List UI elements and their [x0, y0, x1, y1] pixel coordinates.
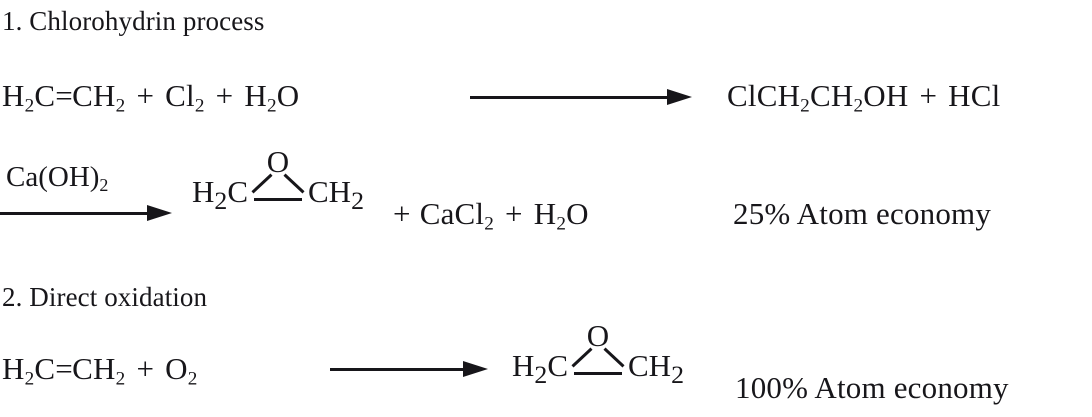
structure-ethylene-oxide-2: O H2C CH2	[512, 320, 684, 388]
formula-water: H2O	[244, 78, 300, 117]
plus-operator: +	[393, 196, 411, 231]
epoxide-right-c-o-bond	[603, 347, 625, 368]
formula-chlorine: Cl2	[165, 78, 205, 117]
epoxide-left-c-o-bond	[251, 173, 273, 194]
reaction-arrow-1	[470, 86, 692, 108]
formula-oxygen: O2	[165, 351, 198, 390]
reaction-arrow-3	[330, 358, 488, 380]
formula-hydrogen-chloride: HCl	[948, 78, 1001, 113]
atom-economy-direct-oxidation: 100% Atom economy	[735, 370, 1009, 405]
plus-operator: +	[136, 78, 155, 114]
arrow-head	[667, 88, 692, 105]
plus-operator: +	[215, 78, 234, 114]
section-heading-chlorohydrin: 1. Chlorohydrin process	[2, 6, 265, 36]
arrow-shaft	[330, 367, 466, 371]
formula-water: H2O	[533, 196, 589, 235]
plus-operator: +	[505, 196, 523, 231]
formula-ethylene: H2C=CH2	[2, 351, 126, 390]
epoxide-right-carbon-label: CH2	[628, 347, 684, 390]
epoxide-c-c-bond	[254, 198, 302, 201]
atom-economy-chlorohydrin: 25% Atom economy	[733, 196, 992, 231]
epoxide-left-carbon-label: H2C	[192, 173, 248, 216]
epoxide-oxygen-label: O	[586, 318, 610, 353]
arrow-shaft	[0, 211, 150, 215]
structure-ethylene-oxide-1: O H2C CH2	[192, 146, 364, 214]
reactants-row-1: H2C=CH2 + Cl2 + H2O	[2, 78, 300, 117]
epoxide-left-c-o-bond	[571, 347, 593, 368]
epoxide-left-carbon-label: H2C	[512, 347, 568, 390]
epoxide-c-c-bond	[574, 372, 622, 375]
epoxide-right-carbon-label: CH2	[308, 173, 364, 216]
arrow-shaft	[470, 95, 670, 99]
formula-ethylene-chlorohydrin: ClCH2CH2OH	[727, 78, 909, 117]
products-row-1: ClCH2CH2OH + HCl	[727, 78, 1001, 117]
double-bond-glyph: =	[55, 78, 73, 113]
plus-operator: +	[919, 78, 938, 113]
arrow-head	[147, 204, 172, 221]
formula-ethylene: H2C=CH2	[2, 78, 126, 117]
arrow-condition-calcium-hydroxide: Ca(OH)2	[6, 161, 109, 196]
double-bond-glyph: =	[55, 351, 73, 386]
reaction-arrow-2	[0, 202, 172, 224]
formula-calcium-chloride: CaCl2	[419, 196, 495, 235]
epoxide-oxygen-label: O	[266, 144, 290, 179]
reactants-row-3: H2C=CH2 + O2	[2, 351, 198, 390]
arrow-head	[463, 360, 488, 377]
products-row-2-byproducts: +CaCl2+H2O	[384, 196, 589, 235]
epoxide-right-c-o-bond	[283, 173, 305, 194]
section-heading-direct-oxidation: 2. Direct oxidation	[2, 282, 208, 312]
plus-operator: +	[136, 351, 155, 387]
